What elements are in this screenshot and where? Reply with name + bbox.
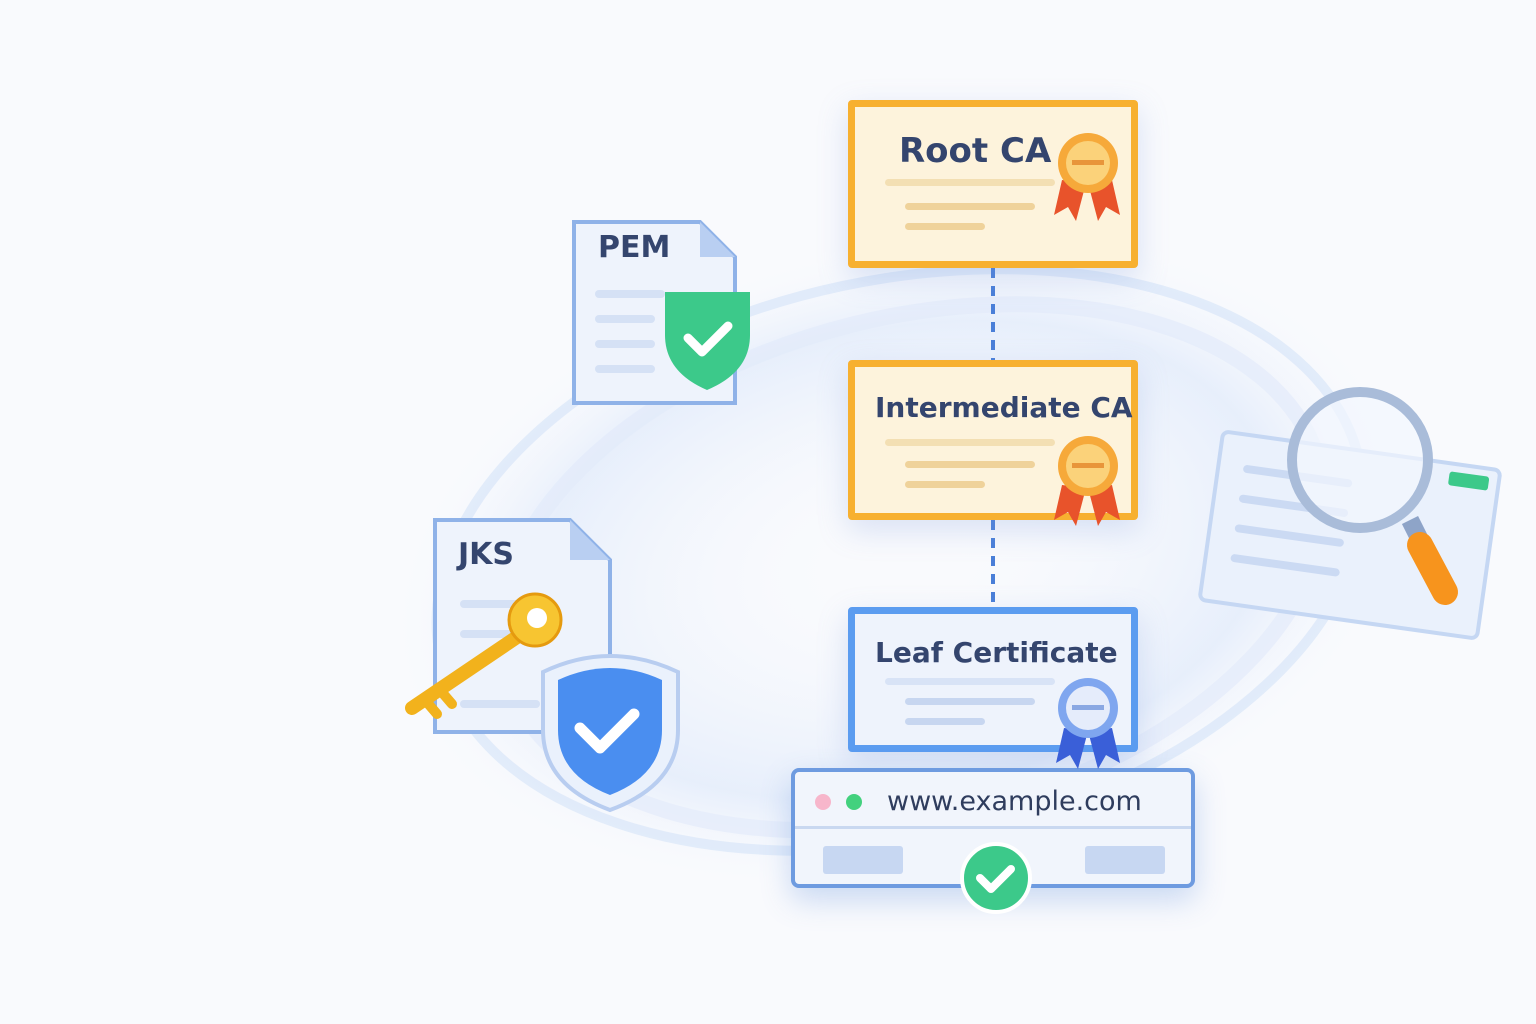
- leaf-certificate: Leaf Certificate: [848, 607, 1138, 752]
- window-dot-green: [846, 794, 862, 810]
- root-ca-title: Root CA: [899, 131, 1052, 171]
- pem-label: PEM: [598, 230, 671, 265]
- leaf-certificate-title: Leaf Certificate: [875, 636, 1118, 669]
- intermediate-ca-certificate: Intermediate CA: [848, 360, 1138, 520]
- window-dot-pink: [815, 794, 831, 810]
- browser-window: www.example.com: [791, 768, 1195, 888]
- root-ca-certificate: Root CA: [848, 100, 1138, 268]
- intermediate-ca-title: Intermediate CA: [875, 391, 1133, 424]
- jks-label: JKS: [458, 537, 515, 572]
- browser-url: www.example.com: [887, 786, 1142, 817]
